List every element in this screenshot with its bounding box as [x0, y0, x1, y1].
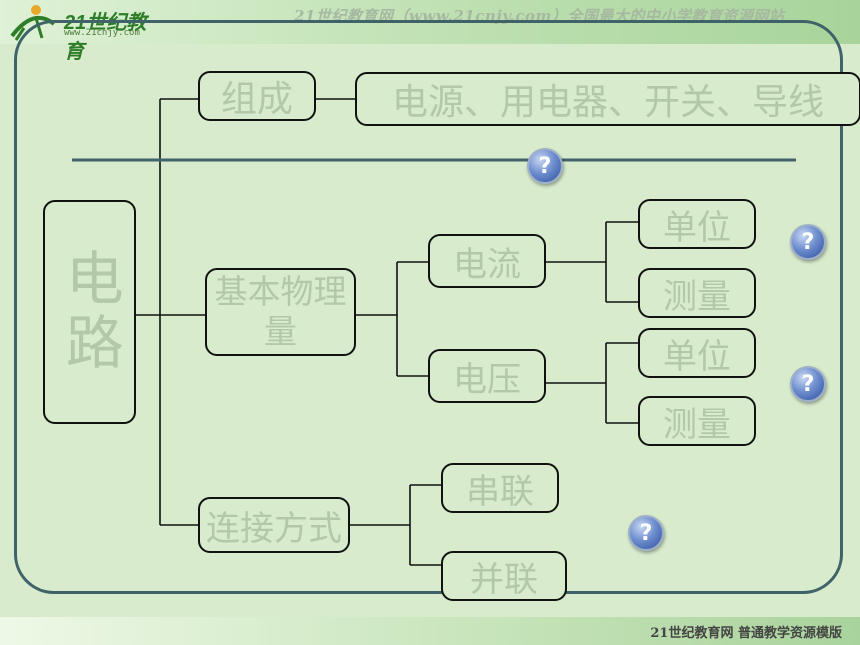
node-voltage-measure: 测量: [638, 396, 756, 446]
logo-text: 21世纪教育: [64, 12, 147, 63]
node-composition-content: 电源、用电器、开关、导线: [355, 72, 860, 126]
root-node-circuit: 电路: [43, 200, 136, 424]
help-question-icon[interactable]: ?: [790, 366, 826, 402]
logo-url: www.21cnjy.com: [64, 28, 140, 38]
node-parallel: 并联: [441, 551, 567, 601]
node-current: 电流: [428, 234, 546, 288]
node-voltage: 电压: [428, 349, 546, 403]
slide-frame: [14, 20, 843, 594]
node-series: 串联: [441, 463, 559, 513]
help-question-icon[interactable]: ?: [527, 148, 563, 184]
node-current-measure: 测量: [638, 268, 756, 318]
footer-text: 21世纪教育网 普通教学资源模版: [650, 626, 842, 641]
help-question-icon[interactable]: ?: [790, 224, 826, 260]
node-basic-quantities: 基本物理量: [205, 268, 356, 356]
help-question-icon[interactable]: ?: [628, 515, 664, 551]
node-connection-method: 连接方式: [198, 497, 350, 553]
node-current-unit: 单位: [638, 199, 756, 249]
node-voltage-unit: 单位: [638, 328, 756, 378]
footer-bar: 21世纪教育网 普通教学资源模版: [0, 617, 860, 645]
node-composition: 组成: [198, 71, 316, 121]
